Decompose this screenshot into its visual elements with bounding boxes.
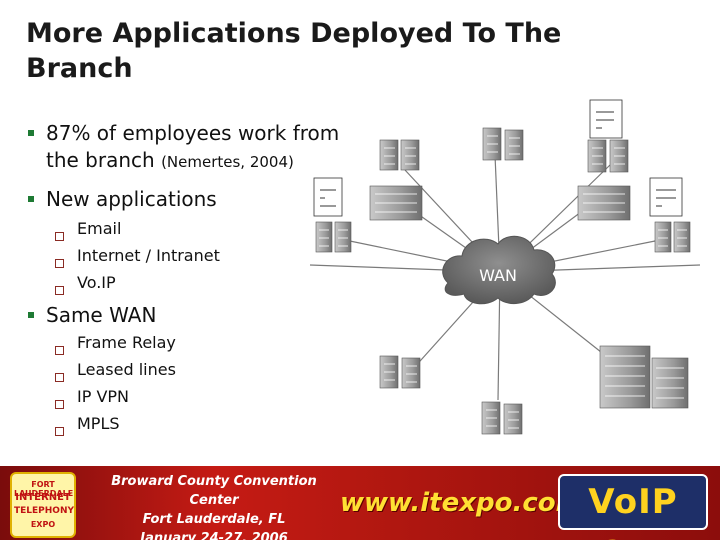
event-venue: Broward County Convention Center	[104, 472, 324, 510]
logo-line: TELEPHONY	[14, 506, 72, 516]
logo-line: EXPO	[14, 520, 72, 529]
branch-building-icon	[380, 128, 523, 170]
headquarters-building-icon	[600, 346, 688, 408]
voip-badge: VoIP 2.0	[558, 474, 708, 530]
event-dates: January 24-27, 2006	[104, 529, 324, 540]
expo-logo: FORT LAUDERDALE INTERNET TELEPHONY EXPO	[10, 472, 76, 538]
event-banner: FORT LAUDERDALE INTERNET TELEPHONY EXPO …	[0, 466, 720, 540]
logo-line: INTERNET	[14, 492, 72, 503]
event-details: Broward County Convention Center Fort La…	[104, 472, 324, 540]
branch-building-icon	[380, 356, 522, 434]
document-icon	[650, 178, 682, 216]
wan-cloud-label: WAN	[472, 266, 524, 285]
event-url: www.itexpo.com	[340, 488, 583, 518]
event-city: Fort Lauderdale, FL	[104, 510, 324, 529]
wan-network-diagram	[0, 0, 720, 466]
document-icon	[314, 178, 342, 216]
document-icon	[590, 100, 622, 138]
